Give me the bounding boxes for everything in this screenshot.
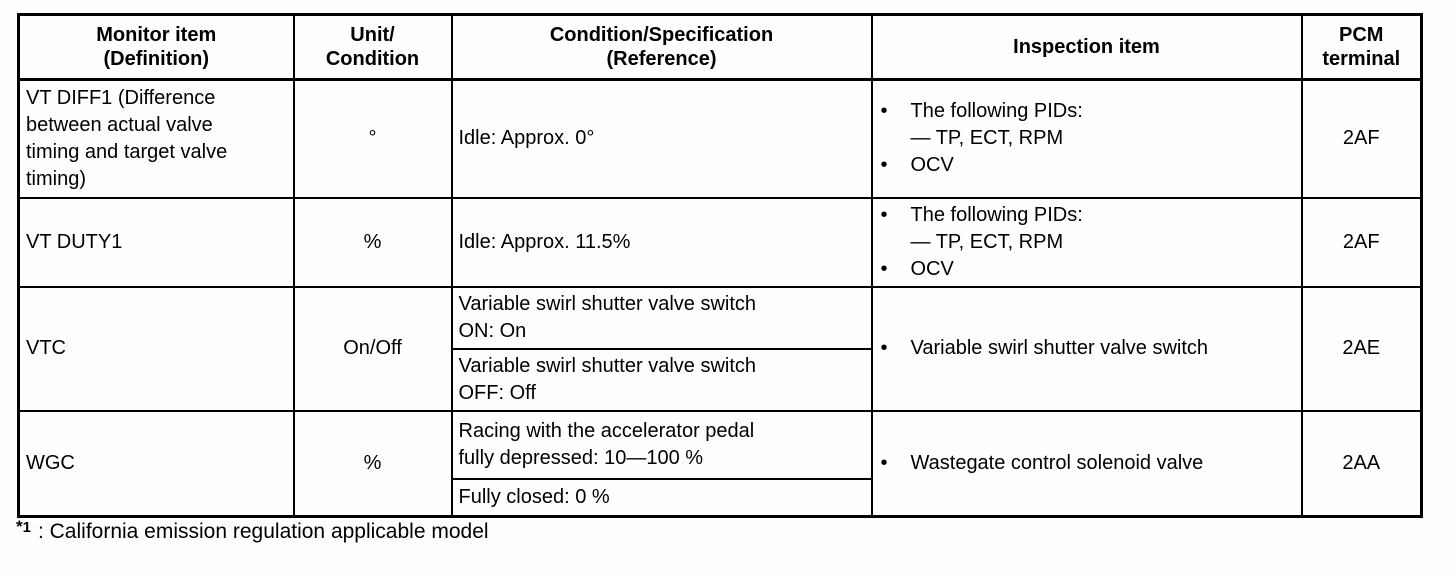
bullet-icon: • <box>880 451 888 474</box>
inspection-item-cell: • Variable swirl shutter valve switch <box>870 285 1303 412</box>
header-inspection-item: Inspection item <box>870 13 1303 81</box>
header-unit-condition: Unit/ Condition <box>292 13 453 81</box>
header-monitor-item: Monitor item (Definition) <box>17 13 295 81</box>
header-line: (Reference) <box>606 48 717 70</box>
table-row-wgc: WGC % Racing with the accelerator pedal … <box>17 409 1423 518</box>
header-line: (Definition) <box>103 48 210 70</box>
bullet-icon: • <box>880 337 888 359</box>
condition-specification-cell: Idle: Approx. 0° <box>450 78 873 199</box>
inspection-line: The following PIDs: <box>910 100 1083 123</box>
inspection-text: OCV <box>911 152 1295 179</box>
pcm-terminal-cell: 2AE <box>1300 285 1423 412</box>
table-subrow-wgc-closed: Fully closed: 0 % <box>19 477 1422 518</box>
header-row: Monitor item (Definition) Unit/ Conditio… <box>17 13 1423 81</box>
inspection-bullet-item: • Variable swirl shutter valve switch <box>879 335 1295 362</box>
inspection-item-cell: • The following PIDs: — TP, ECT, RPM • O… <box>870 196 1303 288</box>
inspection-line: OCV <box>910 154 954 177</box>
header-line: Inspection item <box>1013 36 1160 58</box>
inspection-bullet-item: • Wastegate control solenoid valve <box>879 450 1295 477</box>
table-row-vt-diff1: VT DIFF1 (Difference between actual valv… <box>17 78 1423 199</box>
header-condition-specification: Condition/Specification (Reference) <box>450 13 873 81</box>
header-line: Unit/ <box>350 24 395 46</box>
condition-specification-cell: Variable swirl shutter valve switch ON: … <box>450 285 873 350</box>
table-subrow-vtc-off: Variable swirl shutter valve switch OFF:… <box>19 347 1422 412</box>
footnote: *1 : California emission regulation appli… <box>16 517 489 547</box>
inspection-text: Variable swirl shutter valve switch <box>911 335 1295 362</box>
pcm-terminal-cell: 2AF <box>1300 78 1423 199</box>
unit-condition-cell: % <box>292 409 453 518</box>
inspection-item-cell: • Wastegate control solenoid valve <box>870 409 1303 518</box>
pcm-terminal-cell: 2AA <box>1300 409 1423 518</box>
header-line: PCM <box>1339 24 1384 46</box>
inspection-item-cell: • The following PIDs: — TP, ECT, RPM • O… <box>870 78 1303 199</box>
header-line: Monitor item <box>96 24 217 46</box>
monitor-item-cell: VT DUTY1 <box>17 196 295 288</box>
inspection-bullet-item: • OCV <box>879 256 1295 283</box>
footnote-sup: 1 <box>22 519 31 536</box>
condition-specification-cell: Fully closed: 0 % <box>450 477 873 518</box>
inspection-line: Wastegate control solenoid valve <box>910 451 1204 474</box>
inspection-text: OCV <box>911 256 1295 283</box>
bullet-icon: • <box>880 100 888 123</box>
monitor-item-cell: WGC <box>17 409 295 518</box>
inspection-line: OCV <box>910 257 954 280</box>
condition-specification-cell: Idle: Approx. 11.5% <box>450 196 873 288</box>
inspection-bullet-item: • The following PIDs: — TP, ECT, RPM <box>879 202 1295 256</box>
inspection-subline: — TP, ECT, RPM <box>910 230 1064 253</box>
pcm-monitor-table: Monitor item (Definition) Unit/ Conditio… <box>17 13 1423 518</box>
header-line: terminal <box>1322 48 1401 70</box>
unit-condition-cell: On/Off <box>292 285 453 412</box>
condition-specification-cell: Racing with the accelerator pedal fully … <box>450 409 873 480</box>
table-row-vt-duty1: VT DUTY1 % Idle: Approx. 11.5% • The fol… <box>17 196 1423 288</box>
inspection-line: The following PIDs: <box>910 203 1083 226</box>
inspection-subline: — TP, ECT, RPM <box>910 127 1064 150</box>
inspection-text: Wastegate control solenoid valve <box>911 450 1295 477</box>
footnote-star: * <box>16 517 23 536</box>
table-row-vtc: VTC On/Off Variable swirl shutter valve … <box>17 285 1423 412</box>
header-line: Condition <box>325 48 420 70</box>
bullet-icon: • <box>880 257 888 280</box>
footnote-text: : California emission regulation applica… <box>37 520 489 543</box>
inspection-bullet-item: • OCV <box>879 152 1295 179</box>
inspection-line: Variable swirl shutter valve switch <box>910 337 1209 359</box>
header-pcm-terminal: PCM terminal <box>1300 13 1423 81</box>
footnote-marker: *1 <box>16 517 31 536</box>
bullet-icon: • <box>880 154 888 177</box>
inspection-text: The following PIDs: — TP, ECT, RPM <box>911 98 1295 152</box>
header-line: Condition/Specification <box>549 24 774 46</box>
inspection-text: The following PIDs: — TP, ECT, RPM <box>911 202 1295 256</box>
condition-specification-cell: Variable swirl shutter valve switch OFF:… <box>450 347 873 412</box>
inspection-bullet-item: • The following PIDs: — TP, ECT, RPM <box>879 98 1295 152</box>
pcm-terminal-cell: 2AF <box>1300 196 1423 288</box>
monitor-item-cell: VTC <box>17 285 295 412</box>
unit-condition-cell: ° <box>292 78 453 199</box>
unit-condition-cell: % <box>292 196 453 288</box>
bullet-icon: • <box>880 203 888 226</box>
monitor-item-cell: VT DIFF1 (Difference between actual valv… <box>17 78 295 199</box>
